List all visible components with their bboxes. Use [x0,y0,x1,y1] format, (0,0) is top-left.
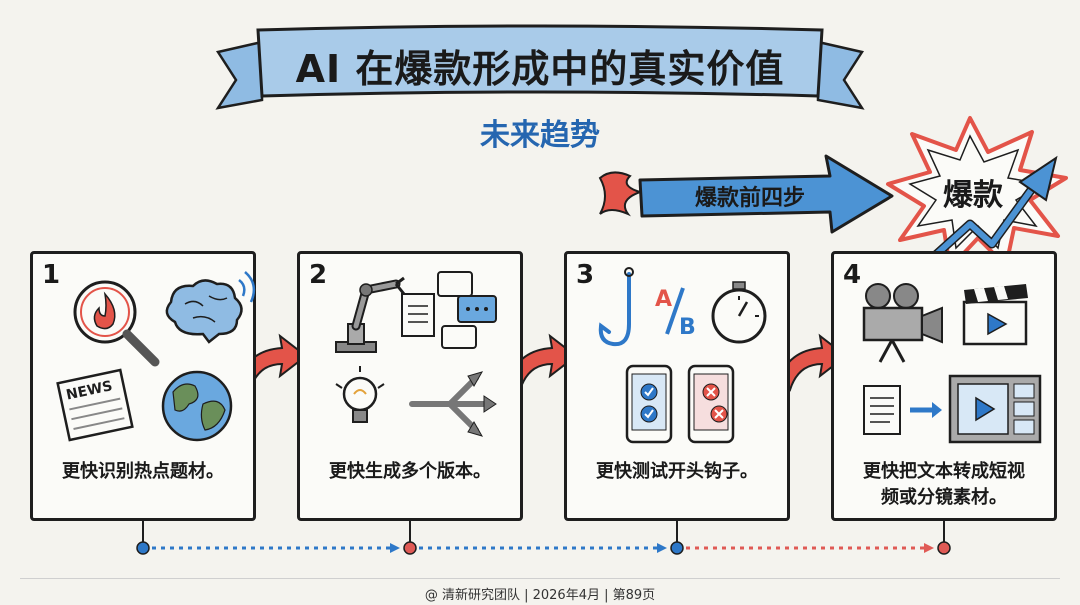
film-camera-icon [864,284,942,362]
footer-divider [20,578,1060,579]
ab-letter-b: B [679,315,696,340]
brain-wifi-icon [167,272,254,342]
ab-test-icon: A B [655,287,696,340]
ab-letter-a: A [655,287,672,312]
lightbulb-icon [336,366,384,422]
clapperboard-icon [964,284,1028,344]
timeline-dot-1 [137,542,149,554]
timeline-dot-4 [938,542,950,554]
timeline-dot-2 [404,542,416,554]
burst-label: 爆款 [918,170,1028,214]
hook-icon [601,268,633,344]
step-text: 更快测试开头钩子。 [575,459,779,485]
document-icon [402,294,434,336]
step-text: 更快识别热点题材。 [41,459,245,485]
fire-magnifier-icon [75,282,155,362]
step-card-3: 3 A B [564,251,790,521]
split-arrows-icon [412,372,496,436]
timeline [137,521,950,554]
step-text: 更快把文本转成短视 频或分镜素材。 [842,459,1046,511]
phone-cross-icon [689,366,733,442]
footer-text: @ 清新研究团队 | 2026年4月 | 第89页 [0,584,1080,603]
stopwatch-icon [713,282,765,342]
page-title: AI 在爆款形成中的真实价值 [270,38,810,93]
chat-bubbles-icon [438,272,496,348]
step-card-1: 1 NEWS 更快识别热点题材。 [30,251,256,521]
step-text-line-2: 频或分镜素材。 [842,485,1046,511]
page-subtitle: 未来趋势 [420,110,660,154]
text-to-video-icon [864,376,1040,442]
step-text: 更快生成多个版本。 [308,459,512,485]
step-text-line-1: 更快把文本转成短视 [842,459,1046,485]
step-card-2: 2 [297,251,523,521]
globe-icon [163,372,231,440]
step-card-4: 4 [831,251,1057,521]
phone-check-icon [627,366,671,442]
steps-arrow-label: 爆款前四步 [660,180,840,212]
timeline-dot-3 [671,542,683,554]
robot-arm-icon [336,278,404,352]
newspaper-icon: NEWS [58,370,133,440]
